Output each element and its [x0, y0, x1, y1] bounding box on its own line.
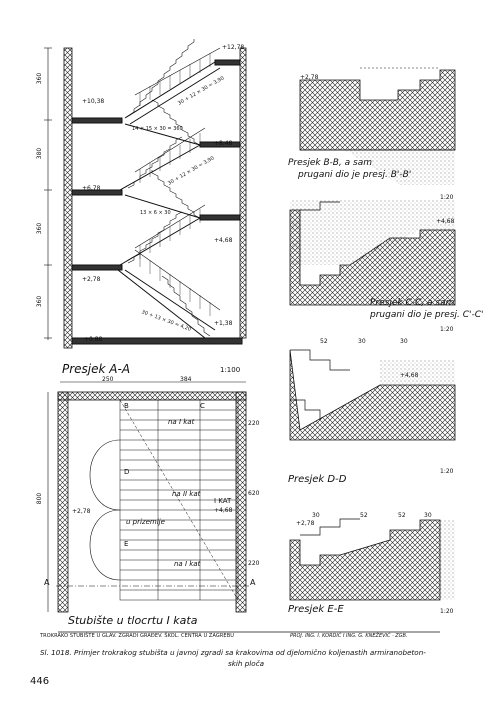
page-number: 446 — [30, 676, 50, 687]
section-aa-drawing — [44, 39, 247, 349]
figure-caption-line2: skih ploča — [228, 659, 265, 668]
figure-caption-line1: Sl. 1018. Primjer trokrakog stubišta u j… — [40, 648, 426, 657]
section-cc-scale: 1:20 — [440, 326, 454, 333]
plan-label-na-ii-kat: na II kat — [172, 490, 201, 498]
plan-dim: 220 — [248, 560, 260, 567]
section-ee-dim: 52 — [360, 512, 368, 519]
plan-label-na-i-kat: na I kat — [168, 418, 195, 426]
section-bb-title: Presjek B-B, a sam — [288, 158, 372, 168]
level-label: +4,68 — [214, 237, 233, 244]
level-label: +12,78 — [222, 44, 245, 51]
section-dd-title: Presjek D-D — [288, 474, 347, 485]
plan-dim: 384 — [180, 376, 192, 383]
section-dd-level: +4,68 — [400, 372, 419, 379]
section-marker: A — [250, 578, 256, 587]
plan-label-i-kat: I KAT — [214, 497, 232, 505]
level-label: +0,88 — [84, 336, 103, 343]
flight-note: 13 × 6 × 30 — [140, 210, 171, 216]
flight-note: 14 × 15 × 30 = 360 — [132, 126, 183, 132]
section-marker: B — [124, 402, 129, 410]
section-ee-dim: 30 — [312, 512, 320, 519]
plan-dim: 800 — [36, 492, 44, 505]
plan-level-left: +2,78 — [72, 508, 91, 515]
level-label: +10,38 — [82, 98, 105, 105]
plan-dim: 250 — [102, 376, 114, 383]
section-marker: C — [200, 402, 205, 410]
side-dimension: 360 — [36, 222, 44, 235]
section-cc-drawing — [289, 200, 456, 306]
level-label: +1,38 — [214, 320, 233, 327]
level-label: +6,78 — [82, 185, 101, 192]
section-dd-dim: 52 — [320, 338, 328, 345]
plan-level: +4,68 — [214, 507, 233, 514]
level-label: +8,48 — [214, 140, 233, 147]
side-dimension: 360 — [36, 295, 44, 308]
section-bb-note: prugani dio je presj. B'-B' — [298, 170, 412, 180]
section-ee-drawing — [289, 518, 455, 601]
level-label: +2,78 — [82, 276, 101, 283]
section-marker: E — [124, 540, 129, 548]
section-bb-drawing — [299, 67, 456, 185]
section-bb-level: +2,78 — [300, 74, 319, 81]
section-dd-dim: 30 — [400, 338, 408, 345]
side-dimension: 380 — [36, 147, 44, 160]
section-ee-title: Presjek E-E — [288, 604, 344, 615]
plan-title: Stubište u tlocrtu I kata — [68, 614, 198, 627]
side-dimension: 360 — [36, 72, 44, 85]
section-marker: A — [44, 578, 50, 587]
plan-dim: 620 — [248, 490, 260, 497]
plan-dim: 220 — [248, 420, 260, 427]
section-cc-note: prugani dio je presj. C'-C' — [370, 310, 484, 320]
section-marker: D — [124, 468, 130, 476]
credit-left: TROKRAKO STUBIŠTE U GLAV. ZGRADI GRAĐEV.… — [40, 633, 234, 639]
section-ee-scale: 1:20 — [440, 608, 454, 615]
section-cc-level: +4,68 — [436, 218, 455, 225]
section-dd-scale: 1:20 — [440, 468, 454, 475]
section-ee-dim: 30 — [424, 512, 432, 519]
section-ee-level: +2,78 — [296, 520, 315, 527]
section-dd-drawing — [289, 349, 456, 441]
section-dd-dim: 30 — [358, 338, 366, 345]
section-bb-scale: 1:20 — [440, 194, 454, 201]
section-cc-title: Presjek C-C, a sam — [370, 298, 455, 308]
section-ee-dim: 52 — [398, 512, 406, 519]
section-aa-scale: 1:100 — [220, 366, 241, 374]
plan-label-u-prizemlje: u prizemlje — [126, 518, 165, 526]
section-aa-title: Presjek A-A — [62, 362, 131, 376]
plan-label-na-i-kat-2: na I kat — [174, 560, 201, 568]
credit-right: PROJ. ING. I. KORDIĆ I ING. G. KNEŽEVIĆ … — [290, 633, 408, 639]
